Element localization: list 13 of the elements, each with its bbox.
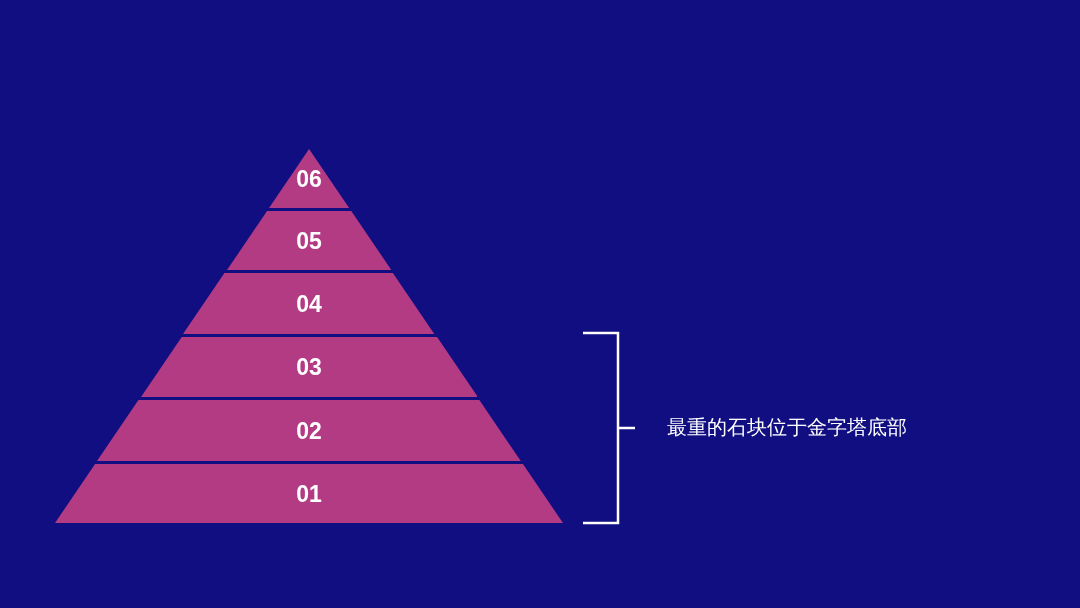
pyramid-layer (268, 149, 350, 208)
pyramid-layer (226, 211, 392, 270)
layer-number: 03 (296, 353, 322, 381)
layer-number: 01 (296, 480, 322, 507)
layer-number: 05 (296, 227, 322, 254)
pyramid-layer (97, 400, 521, 461)
layer-number: 06 (296, 165, 322, 192)
layer-number: 04 (296, 290, 322, 317)
pyramid-layer (140, 337, 478, 397)
pyramid-layer (183, 273, 435, 334)
note-text: 最重的石块位于金字塔底部 (667, 414, 907, 441)
layer-number: 02 (296, 417, 322, 444)
pyramid-layer (55, 464, 563, 523)
